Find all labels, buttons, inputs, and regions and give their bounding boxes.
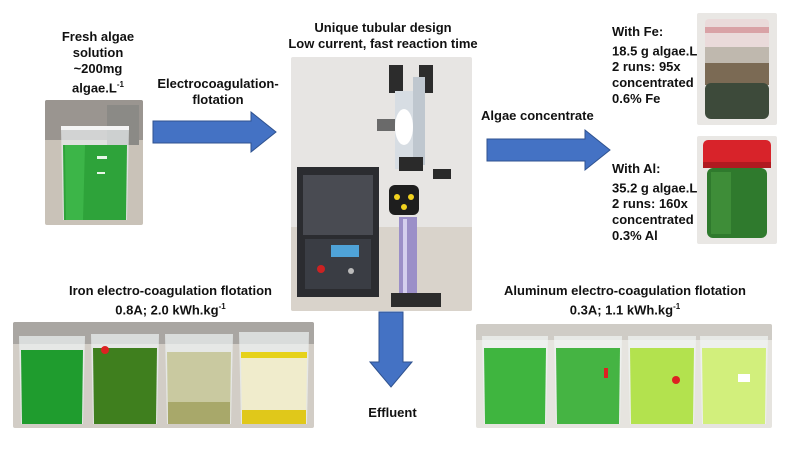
- fe-line2: 18.5 g algae.L: [612, 43, 698, 59]
- al-caption-line1: Aluminum electro-coagulation flotation: [504, 283, 746, 298]
- effluent-arrow-shape: [368, 311, 414, 388]
- al-line2: 35.2 g algae.L: [612, 180, 698, 196]
- concentrate-arrow-shape: [486, 128, 611, 172]
- iron-caption-line2: 0.8A; 2.0 kWh.kg: [115, 302, 219, 318]
- aluminum-caption: Aluminum electro-coagulation flotation 0…: [475, 283, 775, 318]
- fresh-line2: solution: [72, 45, 124, 60]
- process-arrow-shape: [152, 110, 277, 154]
- reactor-apparatus-photo: [291, 57, 472, 311]
- iron-caption-sup: -1: [218, 302, 226, 311]
- fresh-algae-label: Fresh algae solution ~200mg algae.L-1: [48, 29, 148, 96]
- algae-concentrate-label: Algae concentrate: [481, 108, 594, 123]
- fresh-algae-beaker-photo: [45, 100, 143, 225]
- fe-result-text: With Fe: 18.5 g algae.L-1 2 runs: 95x co…: [612, 24, 722, 107]
- fe-line1: With Fe:: [612, 24, 664, 39]
- al-line4: concentrated: [612, 212, 694, 228]
- al-line5: 0.3% Al: [612, 228, 658, 244]
- aluminum-beakers-photo: [476, 324, 772, 428]
- process-line1: Electrocoagulation-: [157, 76, 279, 91]
- al-caption-sup: -1: [673, 302, 681, 311]
- effluent-arrow: [368, 311, 414, 388]
- al-result-text: With Al: 35.2 g algae.L-1 2 runs: 160x c…: [612, 161, 722, 244]
- al-concentrate-jar-photo: [697, 136, 777, 244]
- process-line2: flotation: [192, 92, 244, 107]
- iron-beakers-photo: [13, 322, 314, 428]
- al-line1: With Al:: [612, 161, 661, 176]
- concentrate-arrow: [486, 128, 611, 172]
- design-title: Unique tubular design Low current, fast …: [258, 20, 508, 52]
- effluent-label: Effluent: [368, 405, 417, 420]
- fresh-line3: ~200mg: [73, 61, 123, 76]
- fresh-line1: Fresh algae: [61, 29, 135, 44]
- iron-caption: Iron electro-coagulation flotation 0.8A;…: [28, 283, 313, 318]
- fe-line4: concentrated: [612, 75, 694, 91]
- design-line1: Unique tubular design: [314, 20, 452, 35]
- iron-caption-line1: Iron electro-coagulation flotation: [69, 283, 272, 298]
- process-label: Electrocoagulation- flotation: [143, 76, 293, 108]
- fe-line3: 2 runs: 95x: [612, 59, 681, 75]
- fresh-sup: -1: [116, 80, 124, 89]
- design-line2: Low current, fast reaction time: [288, 36, 478, 51]
- al-caption-line2: 0.3A; 1.1 kWh.kg: [569, 302, 674, 318]
- fresh-line4: algae.L: [72, 80, 117, 96]
- fe-line5: 0.6% Fe: [612, 91, 661, 107]
- fe-concentrate-jar-photo: [697, 13, 777, 125]
- process-arrow: [152, 110, 277, 154]
- al-line3: 2 runs: 160x: [612, 196, 688, 212]
